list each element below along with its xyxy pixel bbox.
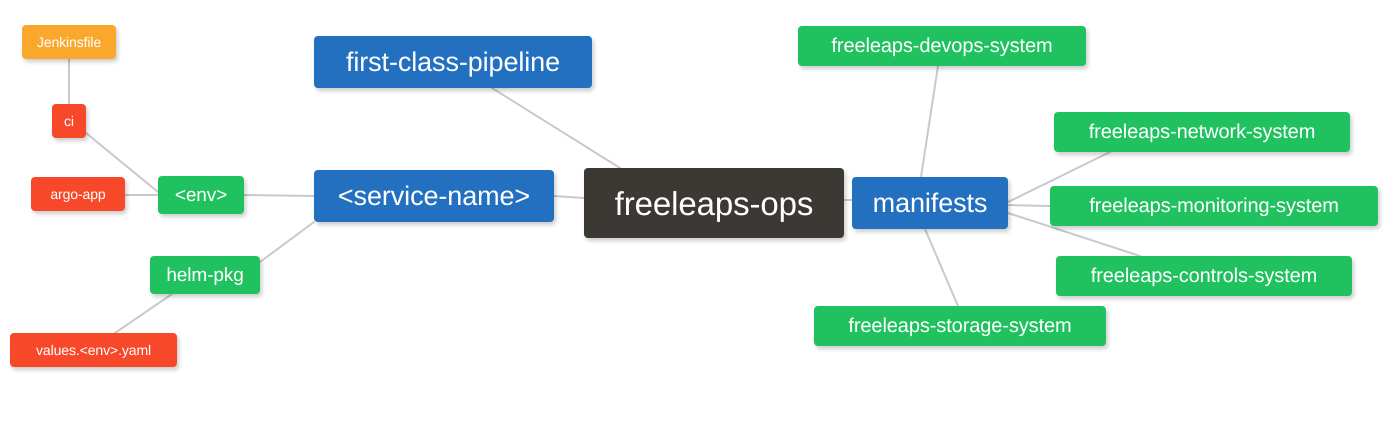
node-label: first-class-pipeline xyxy=(345,46,561,77)
node-label: Jenkinsfile xyxy=(36,34,102,50)
node-freeleaps-ops[interactable]: freeleaps-ops xyxy=(584,168,844,238)
node-label: argo-app xyxy=(50,186,106,202)
node-manifests[interactable]: manifests xyxy=(852,177,1008,229)
node-label: freeleaps-storage-system xyxy=(848,315,1072,337)
node-label: <service-name> xyxy=(337,180,531,211)
node-jenkinsfile[interactable]: Jenkinsfile xyxy=(22,25,116,59)
edge-service-name-to-freeleaps-ops xyxy=(553,195,585,199)
edge-manifests-to-freeleaps-devops-system xyxy=(920,65,939,178)
node-label: freeleaps-ops xyxy=(614,184,814,222)
node-label: freeleaps-controls-system xyxy=(1090,265,1318,287)
node-freeleaps-devops-system[interactable]: freeleaps-devops-system xyxy=(798,26,1086,66)
node-values-yaml[interactable]: values.<env>.yaml xyxy=(10,333,177,367)
edge-manifests-to-freeleaps-storage-system xyxy=(924,228,959,307)
edge-service-name-to-helm-pkg xyxy=(259,221,315,263)
node-first-class-pipeline[interactable]: first-class-pipeline xyxy=(314,36,592,88)
edge-env-to-service-name xyxy=(243,194,315,197)
node-helm-pkg[interactable]: helm-pkg xyxy=(150,256,260,294)
node-env[interactable]: <env> xyxy=(158,176,244,214)
node-ci[interactable]: ci xyxy=(52,104,86,138)
node-label: freeleaps-monitoring-system xyxy=(1089,195,1339,217)
node-label: manifests xyxy=(872,187,988,218)
node-label: helm-pkg xyxy=(166,264,244,286)
node-freeleaps-network-system[interactable]: freeleaps-network-system xyxy=(1054,112,1350,152)
node-label: values.<env>.yaml xyxy=(35,342,152,358)
node-label: <env> xyxy=(174,184,228,206)
node-freeleaps-controls-system[interactable]: freeleaps-controls-system xyxy=(1056,256,1352,296)
node-label: ci xyxy=(64,113,74,129)
edge-manifests-to-freeleaps-monitoring-system xyxy=(1007,204,1051,207)
node-label: freeleaps-devops-system xyxy=(831,35,1053,57)
node-label: freeleaps-network-system xyxy=(1088,121,1316,143)
node-freeleaps-storage-system[interactable]: freeleaps-storage-system xyxy=(814,306,1106,346)
node-argo-app[interactable]: argo-app xyxy=(31,177,125,211)
node-service-name[interactable]: <service-name> xyxy=(314,170,554,222)
edge-helm-pkg-to-values-yaml xyxy=(114,293,173,334)
edge-first-class-pipeline-to-freeleaps-ops xyxy=(491,87,621,169)
node-freeleaps-monitoring-system[interactable]: freeleaps-monitoring-system xyxy=(1050,186,1378,226)
